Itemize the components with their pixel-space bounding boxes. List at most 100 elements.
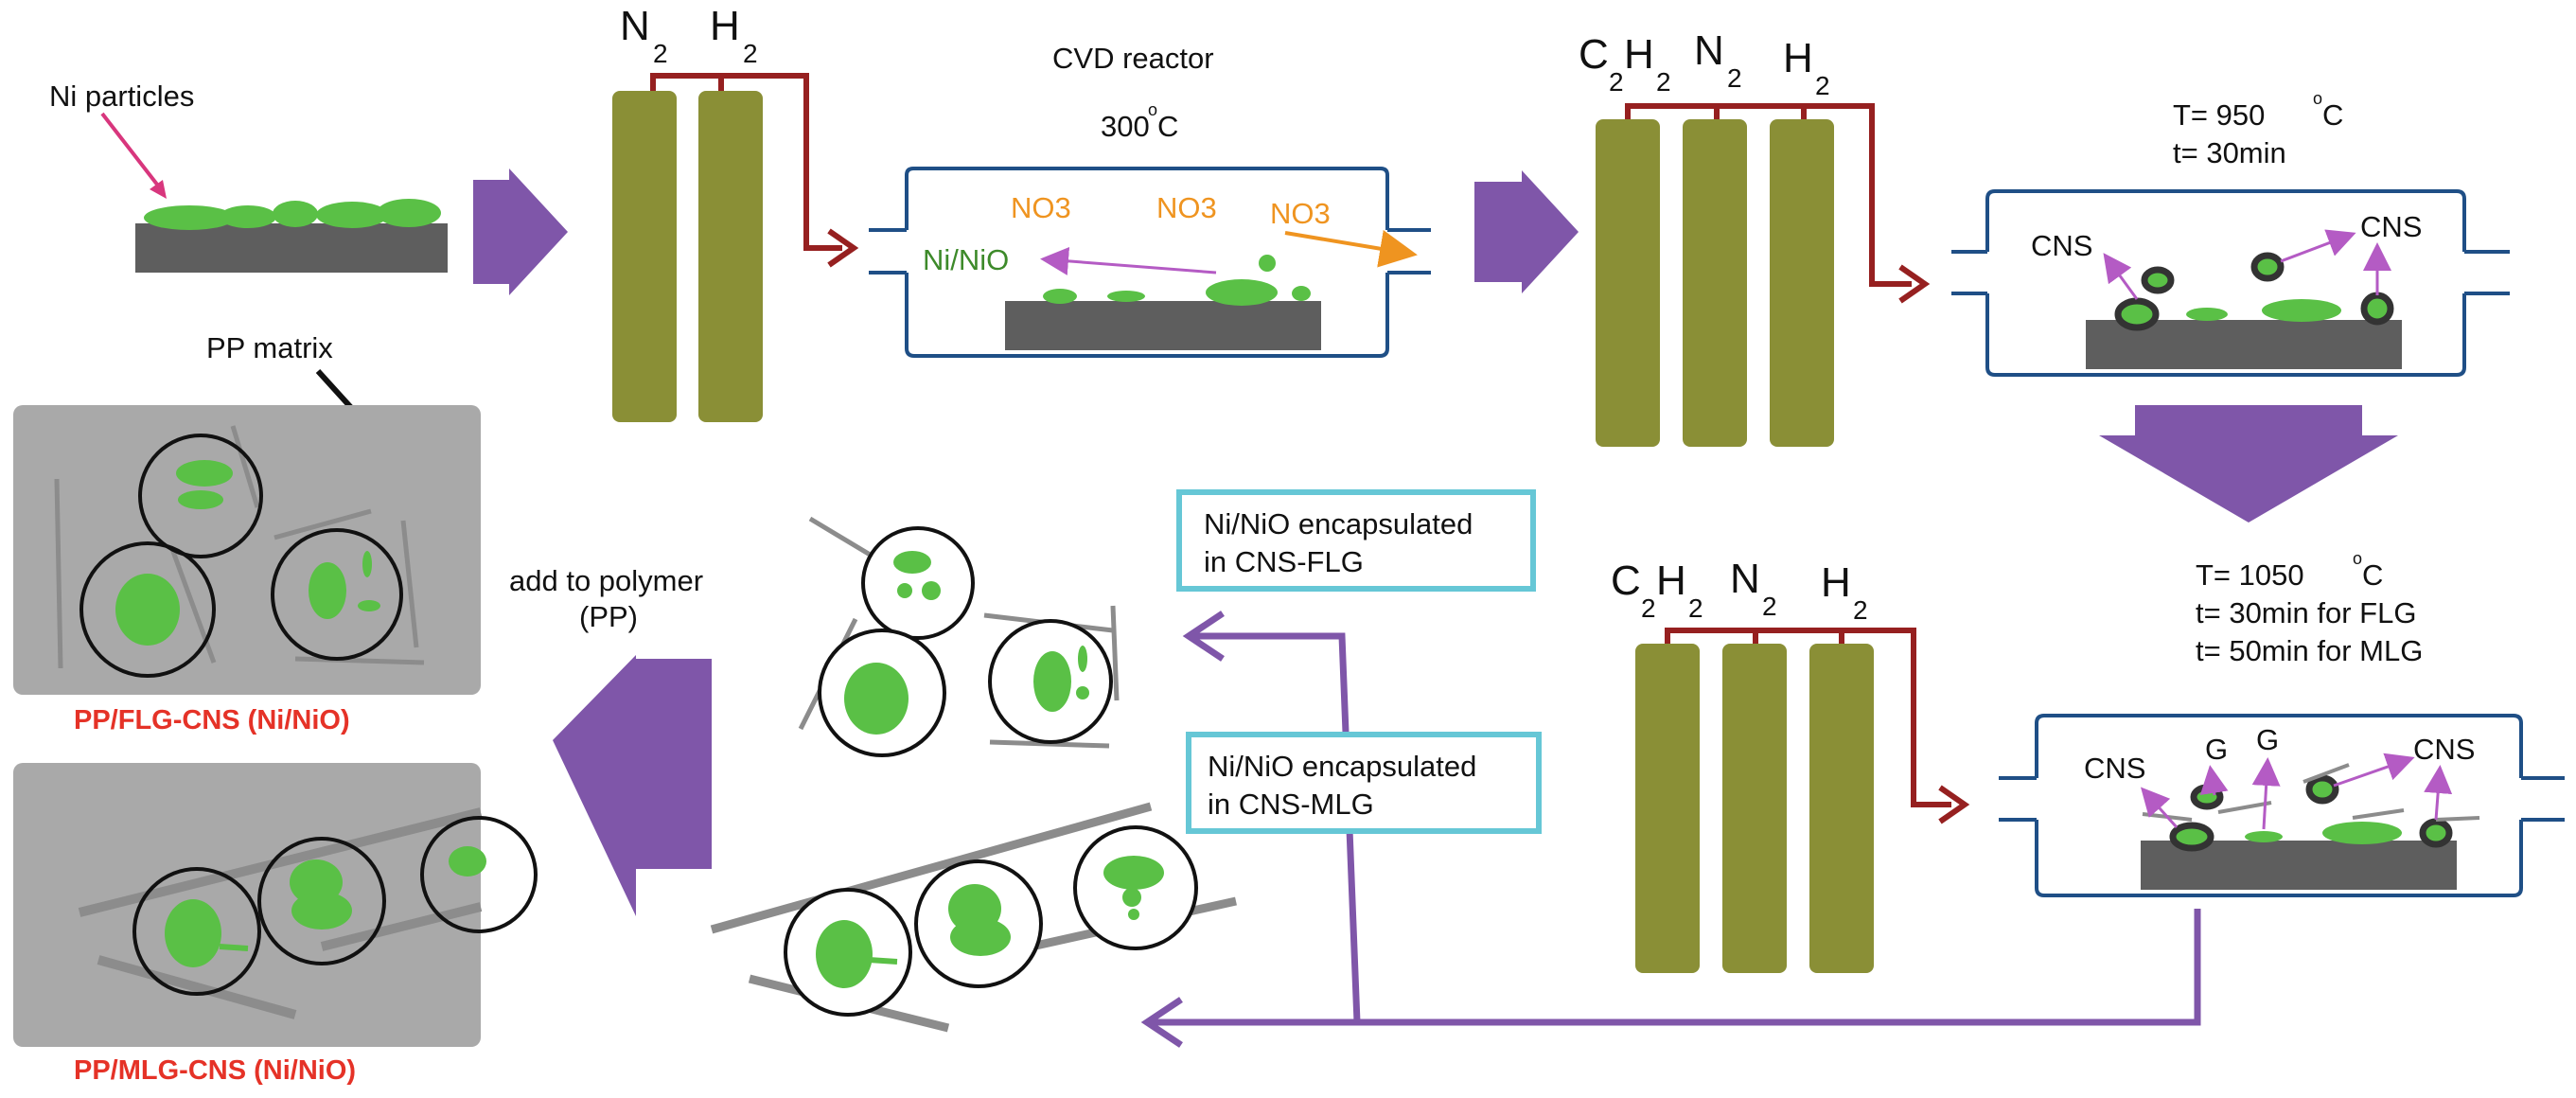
- box-line-1: Ni/NiO encapsulated: [1208, 750, 1476, 783]
- return-arrowhead: [1182, 611, 1225, 662]
- pp-flg-panel: [13, 405, 481, 695]
- oxidation-arrow: [1040, 246, 1217, 275]
- ni-particle: [2322, 822, 2402, 844]
- time-mlg-label: t= 50min for MLG: [2196, 634, 2423, 667]
- pp-flg-caption: PP/FLG-CNS (Ni/NiO): [74, 705, 350, 735]
- box-line-2: in CNS-MLG: [1208, 788, 1374, 821]
- ni-particle: [144, 205, 235, 230]
- gas-n-label: N: [1694, 27, 1724, 74]
- graphene-layer: [97, 955, 297, 1019]
- cns-particle: [2250, 252, 2285, 282]
- ni-core: [178, 490, 223, 509]
- ni-core: [893, 551, 931, 574]
- substrate: [1005, 301, 1321, 350]
- gas-sub: 2: [1609, 67, 1624, 97]
- ni-particle: [220, 205, 276, 228]
- graphene-sheet: [1110, 605, 1120, 701]
- growth-arrow: [2424, 765, 2453, 821]
- gas-line-arrowhead: [1898, 264, 1931, 304]
- cyan-box: [1186, 732, 1542, 834]
- cns-shell: [79, 541, 216, 678]
- reactor-950: T= 950 o C t= 30min CNS CNS: [1951, 89, 2510, 377]
- temp-300-label: 300: [1101, 110, 1150, 143]
- graphene-sheet: [54, 478, 63, 669]
- gas-sub: 2: [1641, 593, 1656, 623]
- gas-cylinder: [698, 91, 763, 422]
- growth-arrow: [2251, 757, 2281, 830]
- temp-950-label: T= 950: [2173, 98, 2265, 132]
- gas-sub: 2: [653, 39, 668, 68]
- ni-core: [1122, 888, 1141, 907]
- graphene-sheet: [273, 508, 372, 540]
- process-arrow-down: [2099, 405, 2398, 522]
- ni-core: [1076, 686, 1089, 700]
- ni-core: [219, 944, 249, 951]
- ni-particle: [1259, 255, 1276, 272]
- cns-shell: [257, 837, 386, 965]
- cyan-box: [1176, 489, 1536, 592]
- gas-supply-3: C 2 H 2 N 2 H 2: [1611, 556, 1970, 973]
- reactor-wall-bottom: [2035, 820, 2523, 897]
- graphene-sheet: [2435, 816, 2480, 822]
- cns-particle: [2419, 818, 2453, 848]
- gas-cylinder: [1770, 119, 1834, 447]
- gas-cylinder: [1596, 119, 1660, 447]
- gas-cylinder: [1809, 644, 1874, 973]
- gas-cylinder: [612, 91, 677, 422]
- cvd-reactor-300: CVD reactor 300 o C NO3 NO3 NO3 Ni/NiO: [869, 42, 1431, 358]
- ni-core: [115, 574, 180, 646]
- cns-particle: [2190, 784, 2224, 810]
- gas-line: [650, 73, 842, 251]
- return-line-mlg: [1153, 909, 2201, 1026]
- gas-cylinder: [1635, 644, 1700, 973]
- ni-particle: [1206, 279, 1278, 306]
- ni-particle: [316, 202, 388, 228]
- no3-label: NO3: [1011, 191, 1071, 224]
- ni-core: [897, 583, 912, 598]
- growth-arrow: [2140, 787, 2179, 829]
- encapsulated-flg-box: Ni/NiO encapsulated in CNS-FLG: [1176, 489, 1536, 592]
- ni-core: [1033, 651, 1071, 712]
- ni-particle: [2245, 831, 2283, 842]
- ni-core: [176, 460, 233, 487]
- degree-mark: o: [2313, 89, 2322, 108]
- reactor-wall-top: [905, 167, 1389, 230]
- cns-label: CNS: [2031, 229, 2092, 262]
- graphene-layer: [710, 802, 1153, 934]
- ni-core: [868, 957, 898, 965]
- graphene-sheet: [230, 425, 260, 508]
- ni-particle: [273, 201, 318, 227]
- gas-sub: 2: [1762, 592, 1777, 621]
- ni-particle: [377, 199, 441, 227]
- ni-core: [1128, 909, 1139, 920]
- add-polymer-label-2: (PP): [579, 600, 638, 633]
- pp-mlg-panel: [13, 763, 538, 1047]
- gas-line: [1625, 103, 1912, 287]
- graphene-sheet: [169, 548, 217, 664]
- ni-core: [1078, 646, 1087, 672]
- gas-sub: 2: [1727, 63, 1742, 93]
- temp-1050-label: T= 1050: [2196, 558, 2304, 592]
- gas-sub: 2: [1853, 595, 1868, 625]
- encapsulated-mlg-box: Ni/NiO encapsulated in CNS-MLG: [1186, 732, 1542, 834]
- ni-core: [449, 846, 486, 877]
- ni-core: [1103, 856, 1164, 890]
- return-arrowhead: [1140, 997, 1183, 1048]
- degree-mark: o: [1148, 100, 1157, 119]
- cns-shell: [861, 526, 975, 640]
- celsius-mark: C: [2362, 558, 2383, 592]
- ni-core: [950, 918, 1011, 956]
- celsius-mark: C: [2322, 98, 2343, 132]
- gas-supply-2: C 2 H 2 N 2 H 2: [1579, 27, 1931, 447]
- cns-shell: [138, 434, 263, 558]
- gas-h-label: H: [1656, 558, 1686, 604]
- cns-particle: [2360, 292, 2394, 326]
- cns-shell: [132, 867, 261, 996]
- gas-sub: 2: [1688, 593, 1703, 623]
- add-polymer-label: add to polymer: [509, 564, 703, 597]
- pp-mlg-caption: PP/MLG-CNS (Ni/NiO): [74, 1055, 356, 1086]
- ni-core: [358, 600, 380, 611]
- reactor-wall-bottom: [1985, 293, 2466, 377]
